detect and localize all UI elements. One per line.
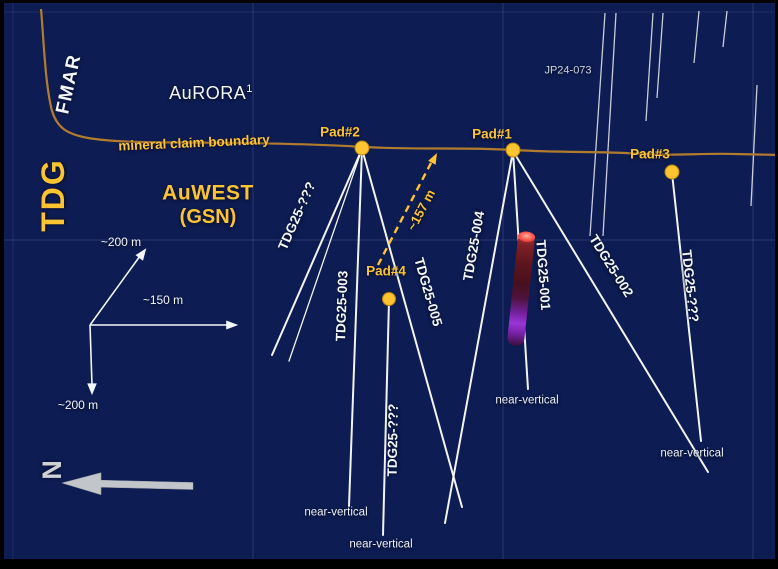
existing-drill-trace [693,10,700,64]
drill-trace-tdg25-unk-pad4 [382,299,390,536]
aurora-superscript: 1 [246,83,253,95]
cylinder-drillhole [507,231,536,346]
scale-arrow-northeast-head [135,248,147,261]
scale-arrow-south-head [87,383,97,396]
pad2-marker [354,140,370,156]
drill-trace-tdg25-004 [444,150,514,524]
pad3-label: Pad#3 [630,146,670,162]
cylinder-top-cap [518,231,536,243]
scale-label-south: ~200 m [57,398,99,412]
hole-label-tdg25-unk-pad4: TDG25-??? [384,403,401,477]
pad1-label: Pad#1 [472,126,512,142]
drill-trace-tdg25-unk-pad3 [671,172,702,442]
existing-drill-trace [589,12,606,237]
area-label-auwest: AuWEST [162,181,254,205]
pad2-label: Pad#2 [320,124,360,140]
drill-trace-tdg25-005 [361,148,463,508]
company-label-tdg: TDG [35,158,71,232]
pad3-marker [664,164,680,180]
drill-trace-tdg25-002 [512,150,709,473]
area-label-auwest-subtitle: (GSN) [179,206,237,228]
near-vertical-label: near-vertical [495,394,559,407]
scale-label-east: ~150 m [142,293,184,307]
north-arrow [61,472,194,496]
planned-drill-traces [271,148,709,536]
dashed-distance-arrow [376,153,437,266]
pad4-label: Pad#4 [366,263,406,279]
near-vertical-label: near-vertical [660,447,724,460]
area-label-aurora: AuRORA1 [169,83,253,103]
grid-lines [4,3,775,559]
existing-drill-trace [656,12,664,99]
drill-trace-secondary [288,148,363,362]
scene-graphics [4,3,775,559]
pad-markers [354,140,680,306]
scale-arrow-east-head [226,320,239,330]
claim-boundary-line [39,8,775,156]
aurora-text: AuRORA [169,83,247,103]
existing-drill-trace [602,12,617,237]
near-vertical-label: near-vertical [349,538,413,551]
existing-drill-trace [750,84,758,207]
pad4-marker [382,292,396,306]
scale-label-northeast: ~200 m [100,235,142,249]
distance-arrow-head [428,153,437,165]
scale-arrow-northeast [89,255,141,326]
existing-hole-label: JP24-073 [544,64,592,77]
scene-viewport: FMAR AuRORA1 TDG AuWEST (GSN) mineral cl… [4,3,775,559]
cylinder-body [507,234,535,346]
existing-drill-trace [722,10,728,48]
pad1-marker [505,142,521,158]
north-label: N [36,460,67,480]
hole-label-tdg25-003: TDG25-003 [333,270,351,342]
scale-arrows [87,248,239,396]
scale-arrow-south [89,324,93,386]
drill-trace-tdg25-unk-pad2 [271,148,363,356]
near-vertical-label: near-vertical [304,506,368,519]
existing-drill-traces [589,10,758,237]
distance-arrow-shaft [376,160,434,266]
drill-trace-tdg25-003 [348,148,363,507]
existing-drill-trace [645,12,654,122]
